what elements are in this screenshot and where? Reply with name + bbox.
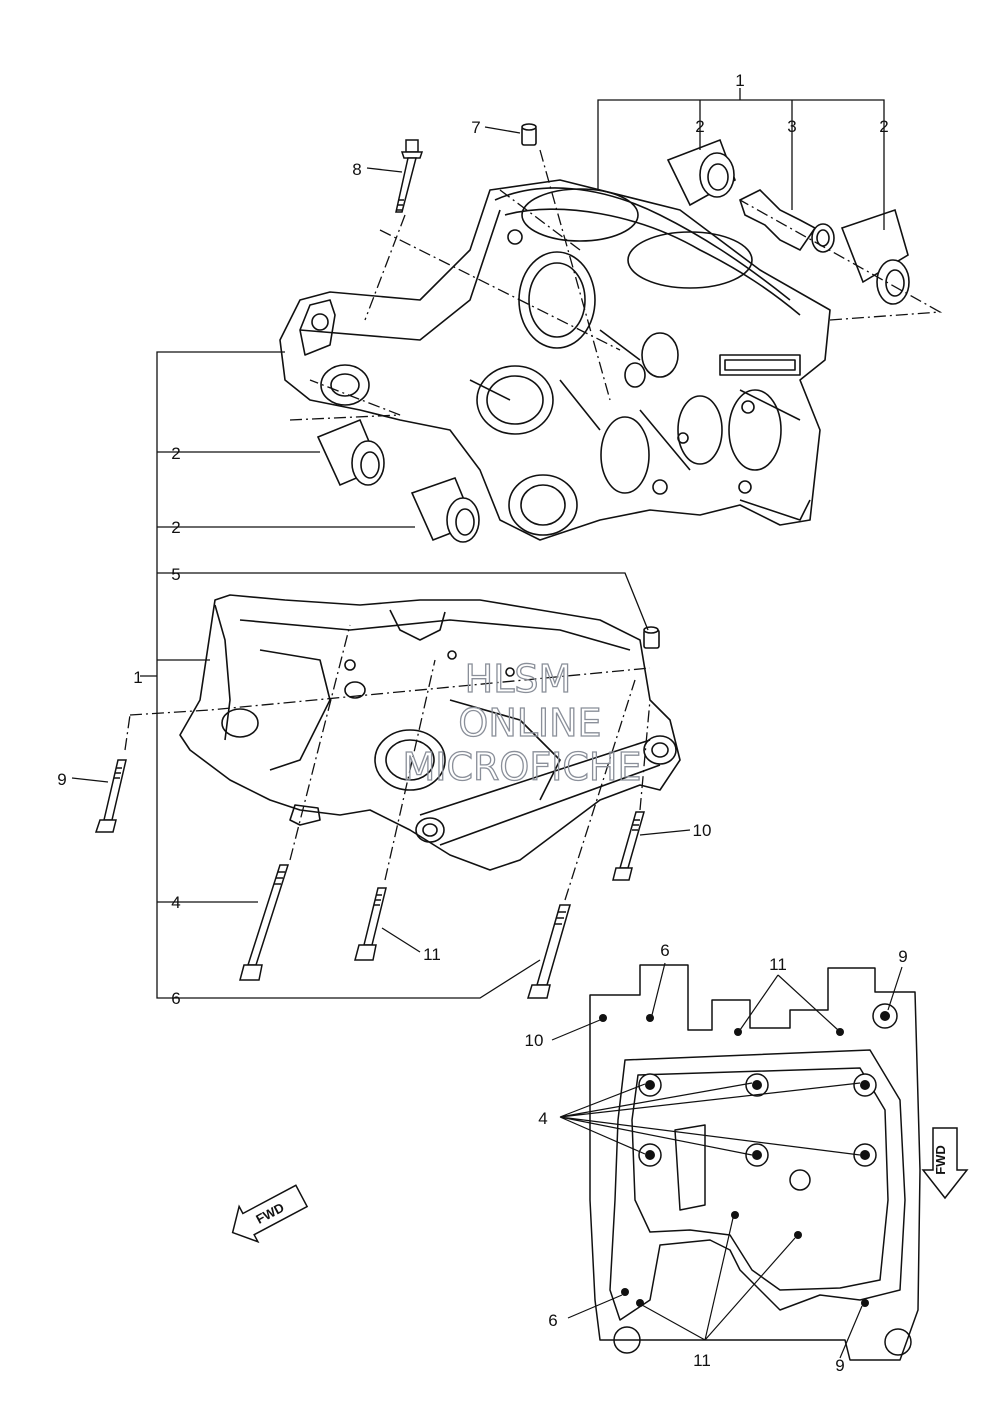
callout-2-left-b: 2 [171, 518, 180, 537]
callout-8: 8 [352, 160, 361, 179]
leader-lines [71, 88, 943, 999]
callout-11-mid: 11 [423, 945, 441, 964]
upper-crankcase [279, 179, 831, 541]
callout-9-inset-bottom: 9 [835, 1356, 844, 1375]
callout-labels: 1 2 3 2 7 8 2 2 5 1 9 10 4 11 6 6 11 9 1… [57, 71, 907, 1375]
watermark-line-3: MICROFICHE [402, 745, 641, 789]
watermark-line-2: ONLINE [458, 701, 601, 745]
bearings-and-dowels [316, 123, 910, 649]
callout-4-left: 4 [171, 893, 180, 912]
watermark: HLSM ONLINE MICROFICHE [402, 656, 642, 789]
fwd-arrow-left: FWD [231, 1184, 309, 1244]
bearing-2-top-a [666, 138, 736, 207]
callout-4-inset: 4 [538, 1109, 547, 1128]
callout-11-inset-top: 11 [769, 955, 787, 974]
callout-9-inset-top: 9 [898, 947, 907, 966]
fwd-arrow-right: FWD [921, 1127, 969, 1200]
callout-6-inset-top: 6 [660, 941, 669, 960]
callout-3-top: 3 [787, 117, 796, 136]
callout-6-bottom: 6 [171, 989, 180, 1008]
bearing-2-left-b [410, 476, 480, 543]
bolt-11 [354, 887, 387, 961]
callout-10-right: 10 [693, 821, 712, 840]
bearing-2-left-a [316, 418, 385, 487]
callout-7: 7 [471, 118, 480, 137]
bolt-6 [526, 904, 571, 999]
bearing-2-top-b [840, 208, 910, 305]
callout-11-inset-bottom: 11 [693, 1351, 711, 1370]
dowel-7 [521, 123, 537, 146]
callout-1-top: 1 [735, 71, 744, 90]
dowel-5 [643, 626, 660, 649]
bolt-9 [94, 759, 127, 833]
callout-6-inset-bottom: 6 [548, 1311, 557, 1330]
callout-2-left-a: 2 [171, 444, 180, 463]
bolts [94, 139, 645, 999]
callout-5: 5 [171, 565, 180, 584]
callout-2-top-a: 2 [695, 117, 704, 136]
callout-2-top-b: 2 [879, 117, 888, 136]
dowel-3-top [739, 189, 835, 253]
bolt-4 [239, 864, 290, 981]
lower-crankcase [179, 594, 681, 871]
callout-9-left: 9 [57, 770, 66, 789]
callout-1-left: 1 [133, 668, 142, 687]
fwd-label-right: FWD [933, 1145, 948, 1175]
bolt-10 [612, 811, 645, 881]
bolt-8 [395, 139, 424, 213]
watermark-line-1: HLSM [465, 657, 572, 701]
bolt-pattern-inset [551, 962, 921, 1361]
callout-10-inset: 10 [525, 1031, 544, 1050]
